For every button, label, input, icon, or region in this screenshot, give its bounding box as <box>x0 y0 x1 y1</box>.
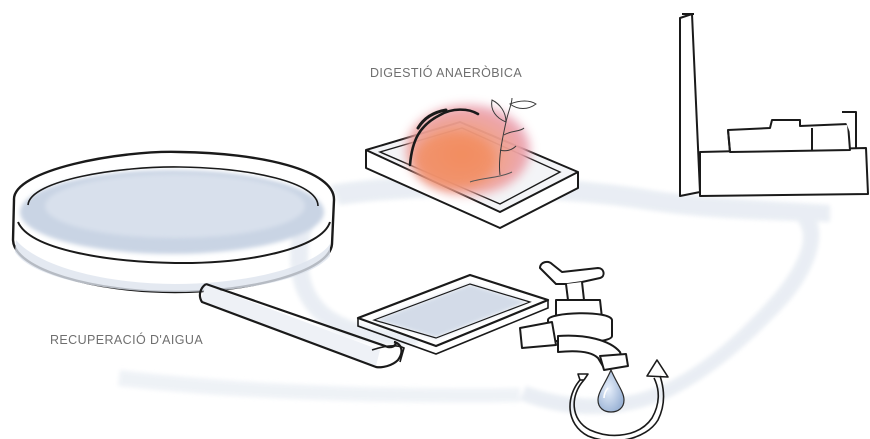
basin-icon <box>11 150 336 294</box>
sprout-icon <box>491 97 537 176</box>
water-drop-icon <box>597 368 625 413</box>
chimney-icon <box>679 13 701 197</box>
cycle-arrow-icon <box>569 359 669 439</box>
factory-icon <box>699 111 869 197</box>
faucet-icon <box>519 260 629 371</box>
water-recovery-label: RECUPERACIÓ D'AIGUA <box>50 333 204 347</box>
pipe-icon <box>198 282 405 369</box>
digester-tray-icon <box>365 105 579 229</box>
digestion-label: DIGESTIÓ ANAERÒBICA <box>370 66 523 80</box>
filter-tray-icon <box>356 273 550 355</box>
